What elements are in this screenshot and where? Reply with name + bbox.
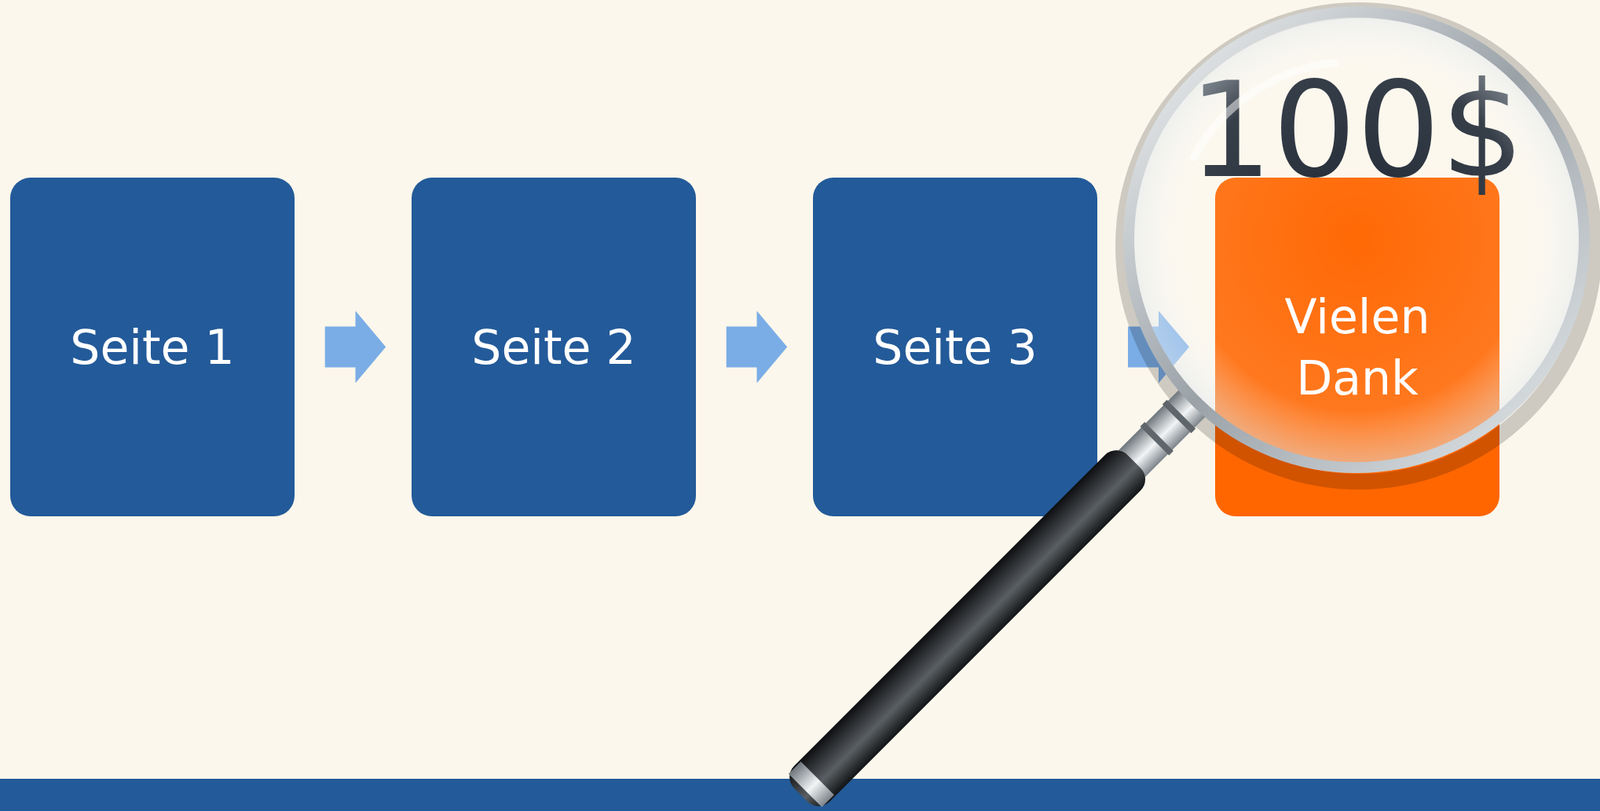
lens-ring bbox=[1128, 11, 1585, 468]
process-box: Seite 1 bbox=[10, 177, 295, 517]
process-box: Seite 2 bbox=[411, 177, 696, 517]
magnifier-illustration bbox=[783, 10, 1595, 811]
box-text: Seite 3 bbox=[872, 316, 1037, 378]
box-text: Seite 1 bbox=[69, 316, 235, 378]
handle-grip bbox=[783, 443, 1153, 811]
lens-shadow bbox=[1123, 10, 1595, 482]
block-arrow bbox=[726, 311, 788, 384]
block-arrow bbox=[325, 311, 387, 384]
lens-glass bbox=[1128, 11, 1585, 468]
collar-ring bbox=[1140, 421, 1174, 455]
handle-cap bbox=[788, 761, 835, 807]
box-text: Vielen Dank bbox=[1230, 285, 1484, 409]
price-label: 100$ bbox=[1188, 64, 1525, 197]
block-arrow bbox=[1127, 311, 1190, 384]
process-box: Vielen Dank bbox=[1215, 177, 1500, 517]
handle-collar bbox=[1117, 389, 1206, 478]
magnifier-handle bbox=[783, 384, 1211, 811]
box-text: Seite 2 bbox=[471, 316, 636, 378]
process-box: Seite 3 bbox=[812, 177, 1098, 517]
lens-highlight bbox=[1193, 62, 1336, 158]
bottom-band bbox=[0, 778, 1600, 811]
collar-ring bbox=[1162, 399, 1196, 433]
